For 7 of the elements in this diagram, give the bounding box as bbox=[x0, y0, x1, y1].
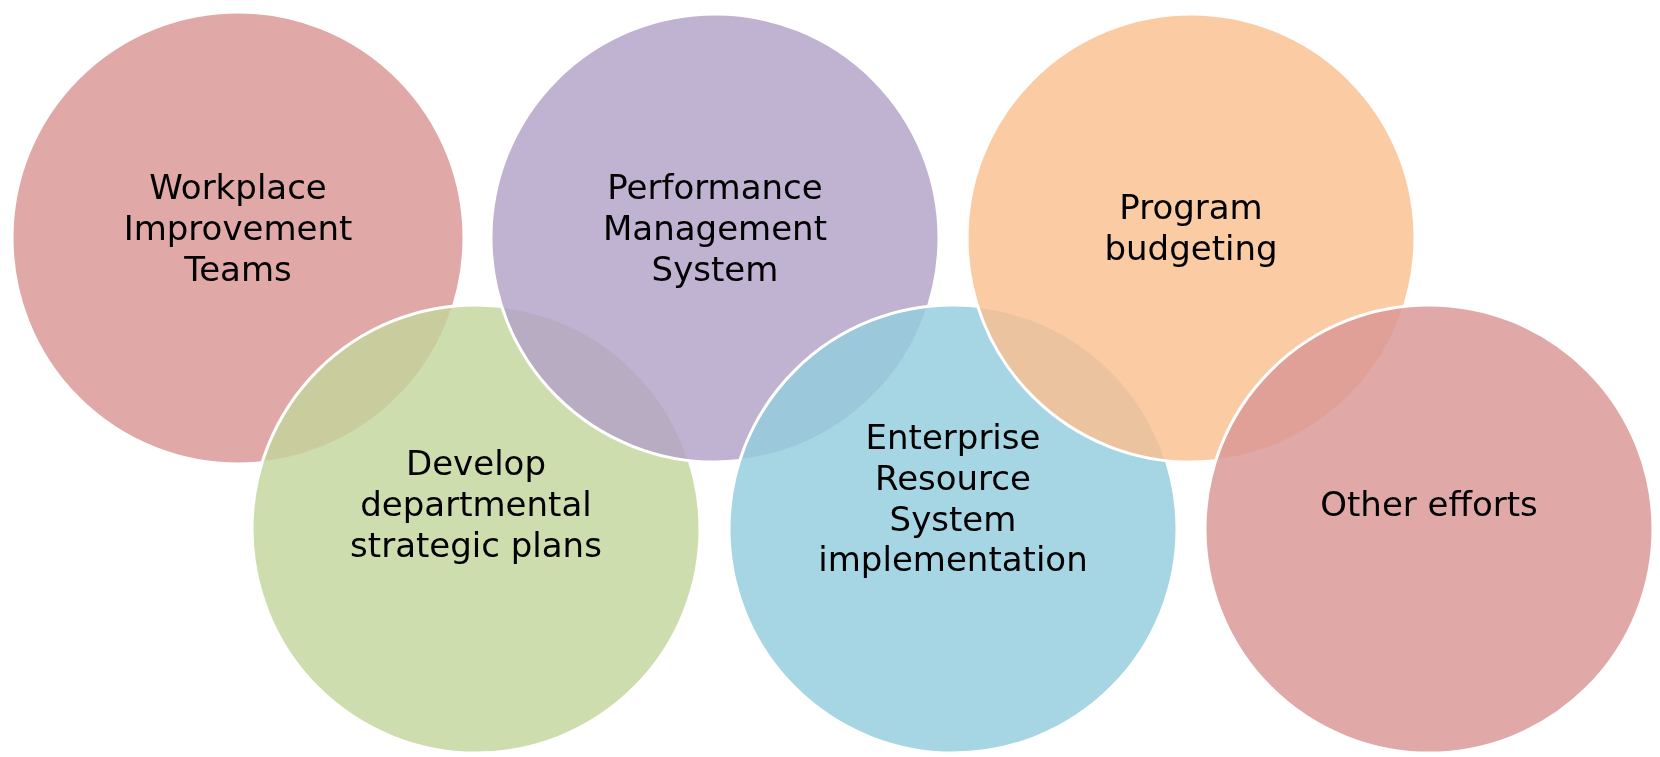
circle-label: Other efforts bbox=[1319, 483, 1539, 525]
circle-label: Develop departmental strategic plans bbox=[349, 442, 603, 566]
circle-label: Enterprise Resource System implementation bbox=[817, 417, 1089, 581]
circle-label: Performance Management System bbox=[602, 166, 828, 290]
circle-label: Program budgeting bbox=[1103, 187, 1279, 269]
circle-label: Workplace Improvement Teams bbox=[122, 166, 354, 290]
circle bbox=[1203, 303, 1655, 755]
